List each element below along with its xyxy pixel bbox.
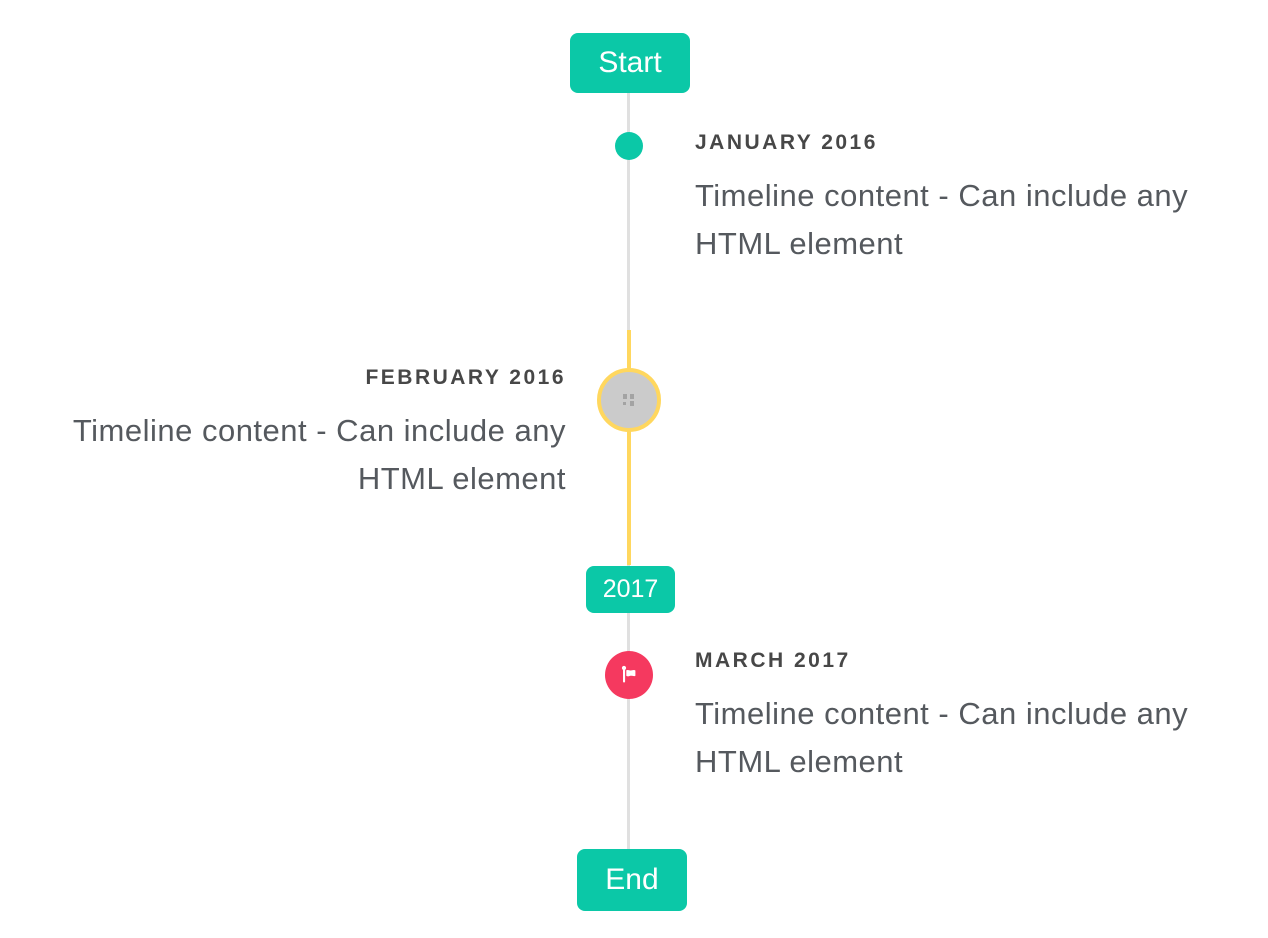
timeline-item-january: JANUARY 2016 Timeline content - Can incl… (695, 130, 1255, 268)
flag-icon (617, 663, 641, 687)
timeline-line-highlighted-segment (627, 330, 631, 565)
broken-image-icon (622, 393, 636, 407)
end-button[interactable]: End (577, 849, 687, 911)
timeline-item-march: MARCH 2017 Timeline content - Can includ… (695, 648, 1255, 786)
flag-marker (605, 651, 653, 699)
item-date-label: JANUARY 2016 (695, 131, 878, 154)
item-date-label: FEBRUARY 2016 (365, 366, 566, 389)
timeline-item-february: FEBRUARY 2016 Timeline content - Can inc… (6, 365, 566, 503)
year-badge: 2017 (586, 566, 675, 613)
start-button[interactable]: Start (570, 33, 690, 93)
item-content-text: Timeline content - Can include any HTML … (695, 696, 1189, 779)
item-content-text: Timeline content - Can include any HTML … (695, 178, 1189, 261)
item-date-label: MARCH 2017 (695, 649, 851, 672)
dot-marker (615, 132, 643, 160)
image-placeholder-marker[interactable] (597, 368, 661, 432)
item-content-text: Timeline content - Can include any HTML … (72, 413, 566, 496)
